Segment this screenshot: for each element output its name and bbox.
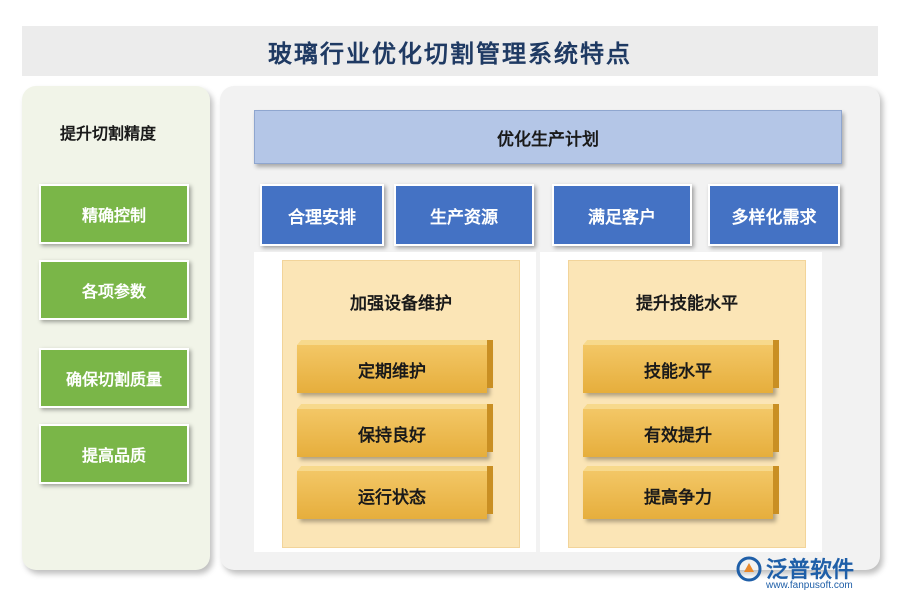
group-skills-heading: 提升技能水平 <box>636 294 738 314</box>
plan-bar: 优化生产计划 <box>254 110 842 164</box>
left-panel-heading: 提升切割精度 <box>59 124 156 143</box>
left-panel: 提升切割精度 精确控制 各项参数 确保切割质量 提高品质 <box>22 86 210 570</box>
blue-box-1: 合理安排 <box>260 184 384 246</box>
brand-logo-icon <box>736 556 762 582</box>
right-panel: 优化生产计划 合理安排 生产资源 满足客户 多样化需求 加强设备维护 定期维护 … <box>220 86 880 570</box>
gold-box: 有效提升 <box>583 404 779 457</box>
gold-box: 运行状态 <box>297 466 493 519</box>
group-equipment: 加强设备维护 定期维护 保持良好 运行状态 <box>254 252 536 552</box>
brand-name: 泛普软件 <box>766 558 855 583</box>
group-equipment-card: 加强设备维护 定期维护 保持良好 运行状态 <box>282 260 520 548</box>
green-box-2: 各项参数 <box>39 260 189 320</box>
blue-box-4: 多样化需求 <box>708 184 840 246</box>
group-equipment-heading: 加强设备维护 <box>350 294 452 314</box>
green-box-4: 提高品质 <box>39 424 189 484</box>
gold-box: 定期维护 <box>297 340 493 393</box>
title-bar: 玻璃行业优化切割管理系统特点 <box>22 26 878 76</box>
blue-box-3: 满足客户 <box>552 184 692 246</box>
brand-url: www.fanpusoft.com <box>766 580 853 591</box>
group-skills: 提升技能水平 技能水平 有效提升 提高争力 <box>540 252 822 552</box>
gold-box: 技能水平 <box>583 340 779 393</box>
blue-box-2: 生产资源 <box>394 184 534 246</box>
group-skills-card: 提升技能水平 技能水平 有效提升 提高争力 <box>568 260 806 548</box>
green-box-1: 精确控制 <box>39 184 189 244</box>
brand-logo: 泛普软件 www.fanpusoft.com <box>736 552 886 596</box>
gold-box: 提高争力 <box>583 466 779 519</box>
page-title: 玻璃行业优化切割管理系统特点 <box>268 39 632 68</box>
gold-box: 保持良好 <box>297 404 493 457</box>
green-box-3: 确保切割质量 <box>39 348 189 408</box>
